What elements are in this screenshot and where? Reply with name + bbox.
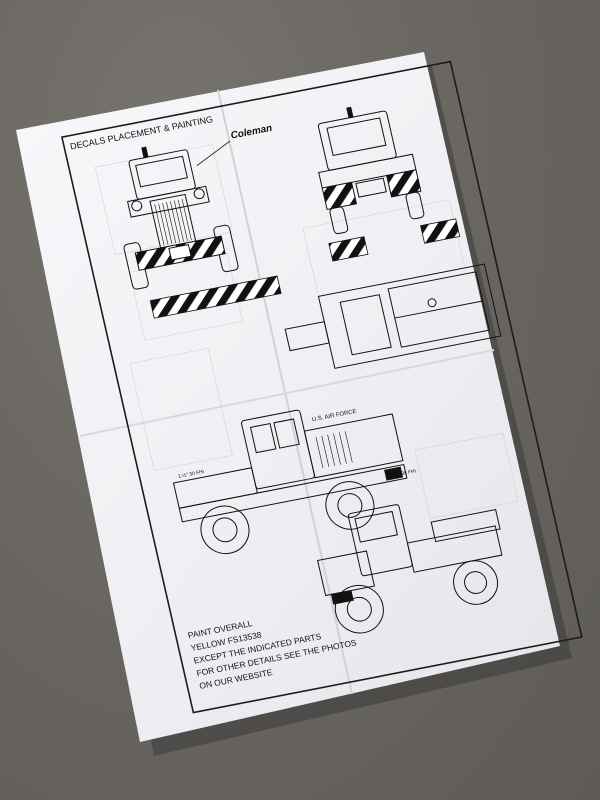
callout-left-text: 1.½" 30 FHI: [177, 468, 204, 480]
fold-horizontal: [79, 349, 495, 437]
perspective-view-drawing: [317, 504, 503, 634]
top-view-drawing: [284, 263, 502, 369]
rear-right-hazard-decal: [420, 218, 461, 244]
paper-sheet: [16, 52, 560, 742]
rear-view-drawing: [317, 106, 425, 235]
rear-left-hazard-decal: [328, 236, 369, 262]
front-view-drawing: [123, 146, 239, 290]
bumper-hazard-decal: [149, 275, 282, 319]
side-view-drawing: [172, 409, 408, 555]
frame-border: [60, 60, 583, 714]
callout-right-text: 1.½" 30 FHI: [389, 467, 416, 479]
logo-leader-line: [196, 140, 231, 167]
fold-vertical: [217, 89, 353, 695]
